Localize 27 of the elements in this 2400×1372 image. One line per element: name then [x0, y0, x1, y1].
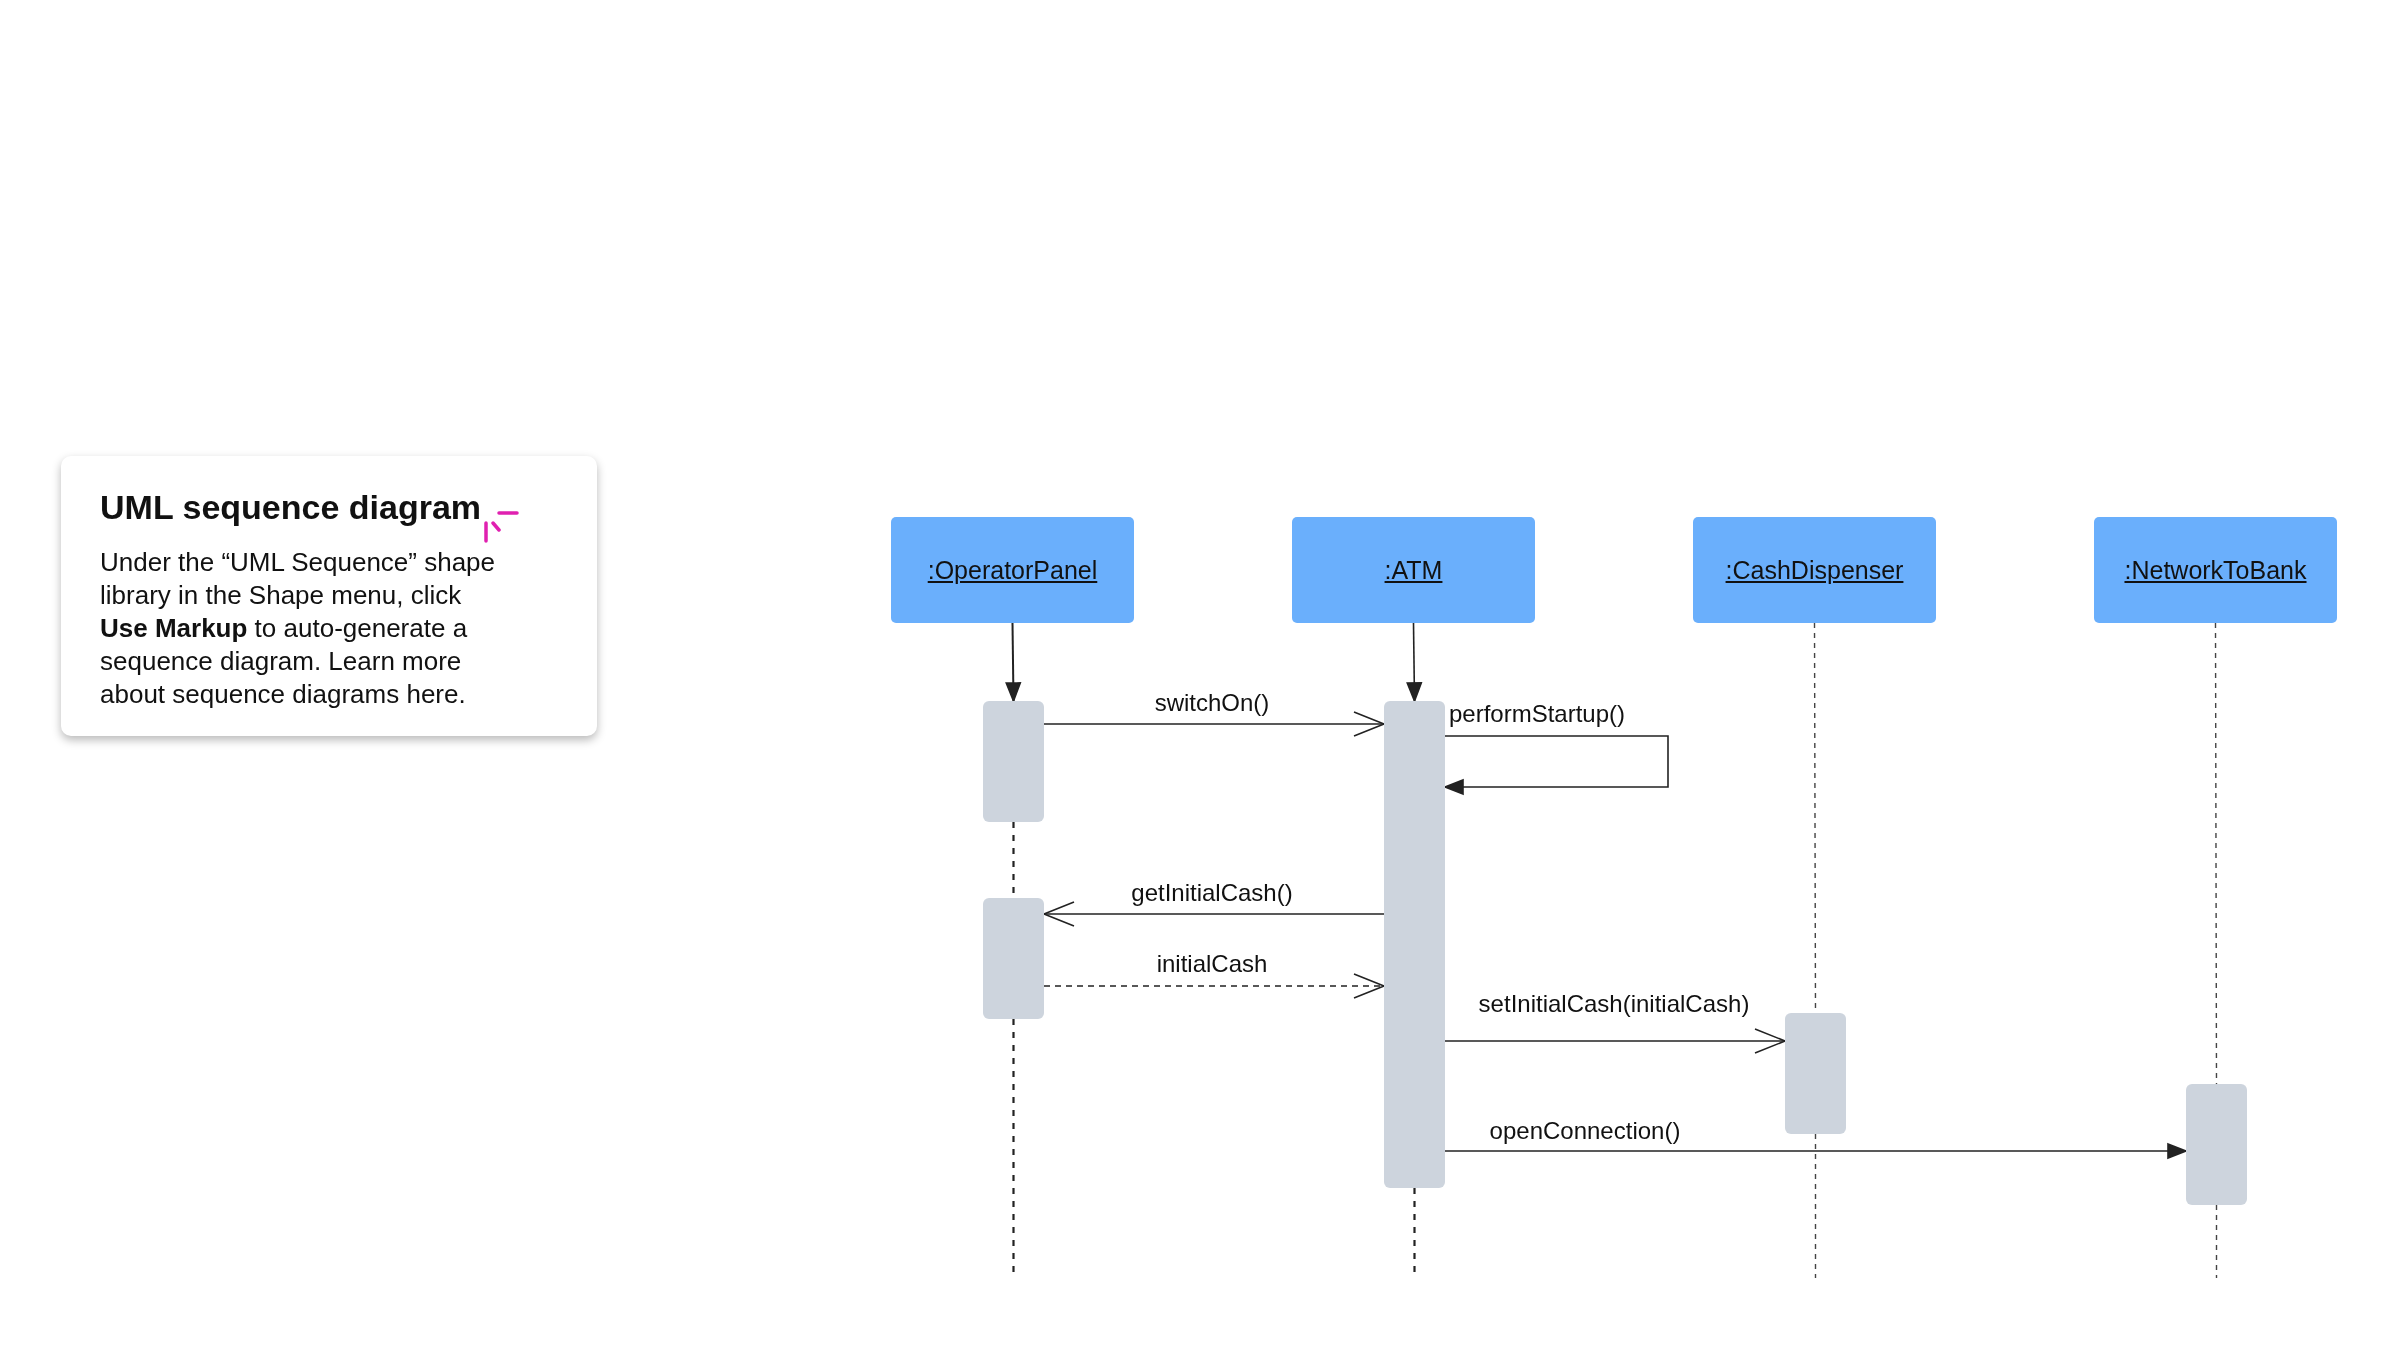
self-message-arrow: [1444, 735, 1669, 795]
object-name: :ATM: [1384, 555, 1443, 585]
message-arrow: [1043, 973, 1385, 999]
activation-bar: [983, 898, 1044, 1019]
lifeline-head: [2094, 517, 2337, 623]
activation-bar: [983, 701, 1044, 822]
message-arrow: [1444, 1143, 2187, 1159]
activation-bar: [1785, 1013, 1846, 1134]
card-heading: UML sequence diagram: [100, 487, 482, 528]
activation-bar: [2186, 1084, 2247, 1205]
lifeline-head: [1292, 517, 1535, 623]
message-arrow: [1444, 1028, 1786, 1054]
activation-bar: [1384, 701, 1445, 1188]
object-name: :CashDispenser: [1725, 555, 1904, 585]
message-arrow: [1043, 901, 1385, 927]
lifeline: [2215, 1204, 2218, 1279]
arrow: [1005, 622, 1022, 702]
object-name: :OperatorPanel: [927, 555, 1098, 585]
note-card: [61, 456, 597, 736]
message-arrow: [1043, 711, 1385, 737]
lifeline-head: [891, 517, 1134, 623]
lifeline: [1814, 1133, 1817, 1279]
arrow: [1406, 622, 1423, 702]
lifeline: [2214, 622, 2218, 1085]
card-description: Under the “UML Sequence” shape library in the Shape menu, click Use Markup to auto-generate a sequence diagram. Learn more about sequence diagrams here.: [100, 546, 497, 711]
object-name: :NetworkToBank: [2124, 555, 2307, 585]
lifeline-head: [1693, 517, 1936, 623]
